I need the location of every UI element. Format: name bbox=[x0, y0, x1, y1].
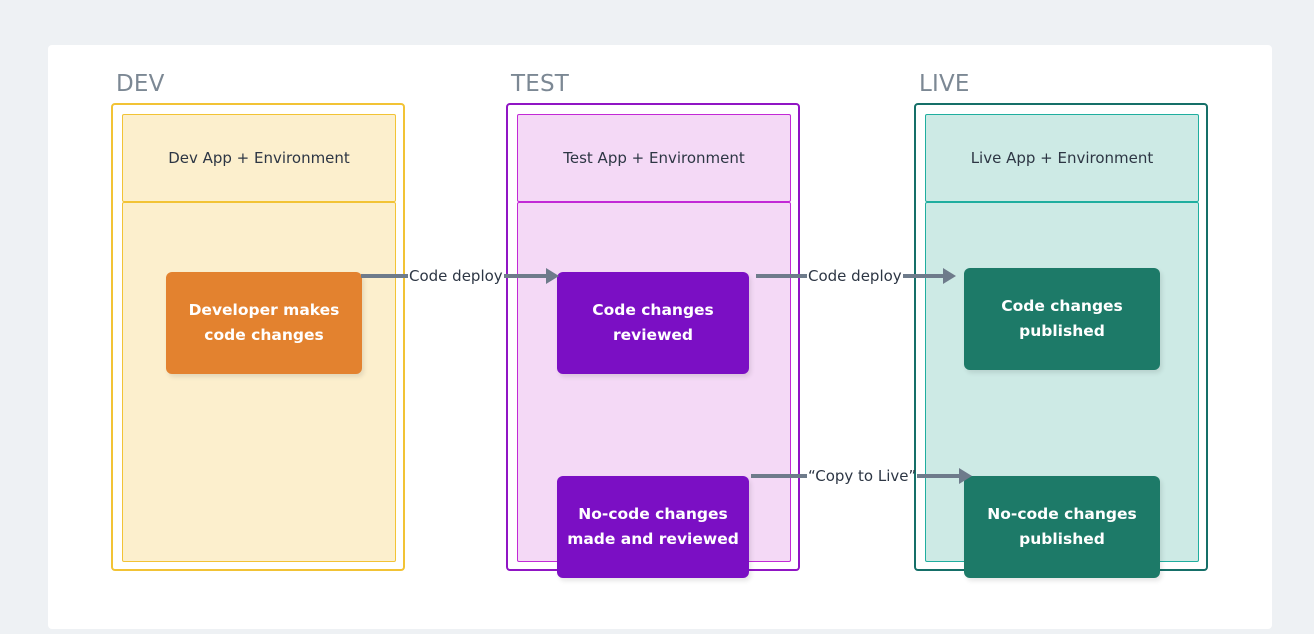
process-box-no-code-changes-published[interactable]: No-code changes published bbox=[964, 476, 1160, 578]
environment-header-label-dev: Dev App + Environment bbox=[168, 149, 350, 167]
arrow-head-icon bbox=[959, 468, 973, 484]
connector-line-left bbox=[756, 274, 807, 278]
environment-column-test: TEST Test App + Environment Code changes… bbox=[506, 45, 802, 585]
environment-header-label-test: Test App + Environment bbox=[563, 149, 745, 167]
connector-dev-to-test: Code deploy bbox=[361, 261, 559, 291]
column-title-test: TEST bbox=[511, 71, 570, 97]
process-box-developer-makes-code-changes[interactable]: Developer makes code changes bbox=[166, 272, 362, 374]
process-box-code-changes-reviewed[interactable]: Code changes reviewed bbox=[557, 272, 749, 374]
environment-container-live: Live App + Environment Code changes publ… bbox=[914, 103, 1208, 578]
connector-arrow bbox=[917, 468, 973, 484]
process-box-code-changes-published[interactable]: Code changes published bbox=[964, 268, 1160, 370]
connector-line-left bbox=[751, 474, 807, 478]
environment-header-test: Test App + Environment bbox=[517, 114, 791, 202]
environment-column-dev: DEV Dev App + Environment Developer make… bbox=[111, 45, 407, 585]
environment-column-live: LIVE Live App + Environment Code changes… bbox=[914, 45, 1210, 585]
connector-arrow bbox=[902, 268, 956, 284]
connector-line-right bbox=[902, 274, 944, 278]
diagram-card: DEV Dev App + Environment Developer make… bbox=[48, 45, 1272, 629]
environment-container-test: Test App + Environment Code changes revi… bbox=[506, 103, 800, 578]
environment-body-dev bbox=[122, 202, 396, 562]
connector-label-copy-to-live: “Copy to Live” bbox=[808, 467, 917, 485]
environment-header-dev: Dev App + Environment bbox=[122, 114, 396, 202]
diagram-stage: DEV Dev App + Environment Developer make… bbox=[48, 45, 1272, 629]
column-title-dev: DEV bbox=[116, 71, 165, 97]
environment-header-live: Live App + Environment bbox=[925, 114, 1199, 202]
connector-line-right bbox=[917, 474, 961, 478]
connector-test-to-live-nocode: “Copy to Live” bbox=[751, 461, 973, 491]
environment-container-dev: Dev App + Environment Developer makes co… bbox=[111, 103, 405, 571]
connector-test-to-live-code: Code deploy bbox=[756, 261, 956, 291]
environment-header-label-live: Live App + Environment bbox=[970, 149, 1154, 167]
connector-line-left bbox=[361, 274, 408, 278]
column-title-live: LIVE bbox=[919, 71, 970, 97]
connector-label-code-deploy-test-live: Code deploy bbox=[808, 267, 902, 285]
connector-line-right bbox=[503, 274, 547, 278]
connector-label-code-deploy-dev-test: Code deploy bbox=[409, 267, 503, 285]
arrow-head-icon bbox=[942, 268, 956, 284]
connector-arrow bbox=[503, 268, 559, 284]
arrow-head-icon bbox=[545, 268, 559, 284]
process-box-no-code-changes-made-and-reviewed[interactable]: No-code changes made and reviewed bbox=[557, 476, 749, 578]
